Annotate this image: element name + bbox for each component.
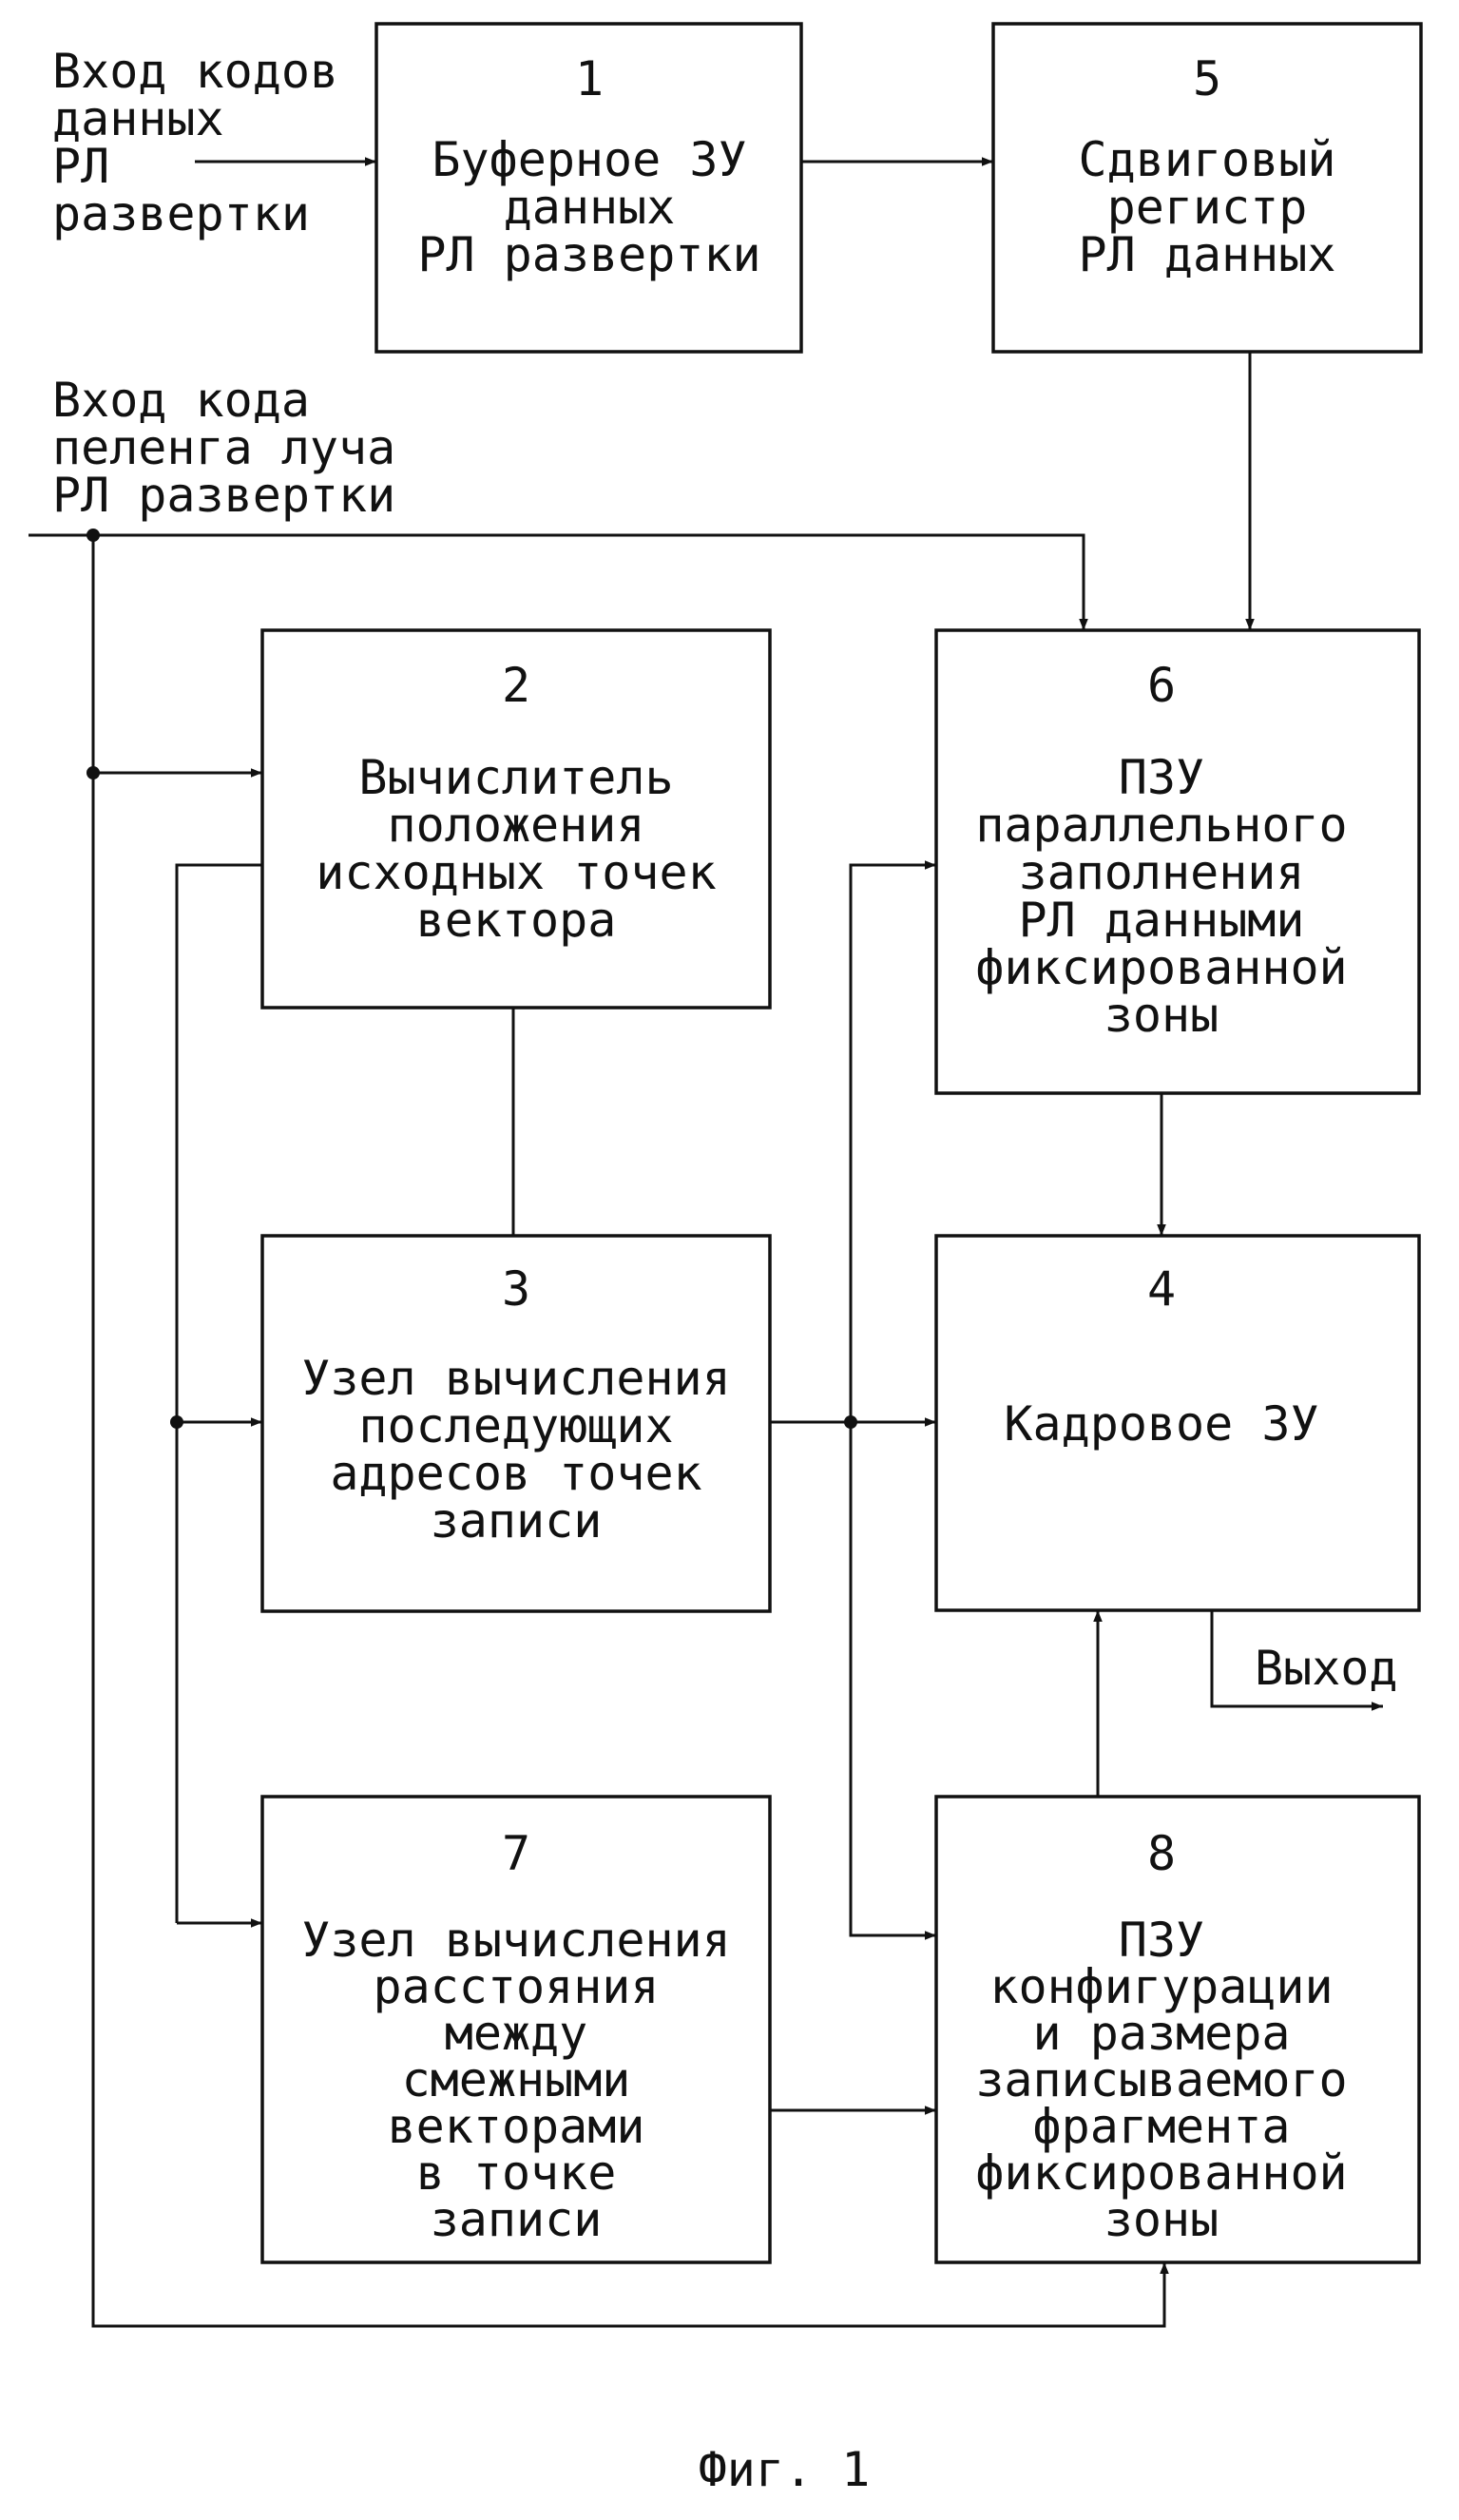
block-3: 3 Узел вычисления последующих адресов то… bbox=[262, 1236, 770, 1611]
figure-caption: Фиг. 1 bbox=[699, 2442, 871, 2497]
block-5: 5 Сдвиговый регистр РЛ данных bbox=[993, 24, 1421, 352]
block-1-line: РЛ развертки bbox=[417, 227, 760, 282]
block-6-line: зоны bbox=[1104, 988, 1219, 1043]
block-7: 7 Узел вычисления расстояния между смежн… bbox=[262, 1797, 770, 2262]
block-3-number: 3 bbox=[502, 1261, 530, 1317]
wire-right-bus-to-block-8 bbox=[851, 1422, 936, 1935]
wire-bearing-bus-to-block-6 bbox=[29, 535, 1084, 630]
data-codes-input-label: Вход кодов данных РЛ развертки bbox=[52, 44, 338, 241]
block-1-number: 1 bbox=[575, 51, 604, 106]
block-8: 8 ПЗУ конфигурации и размера записываемо… bbox=[936, 1797, 1419, 2262]
wire-block-2-to-left-bus bbox=[177, 865, 262, 1923]
junction-dot bbox=[86, 766, 100, 779]
output-label: Выход bbox=[1255, 1641, 1398, 1696]
bearing-code-input-line: РЛ развертки bbox=[52, 468, 395, 523]
block-4-line: Кадровое ЗУ bbox=[1004, 1396, 1318, 1452]
block-8-number: 8 bbox=[1147, 1826, 1176, 1881]
block-3-line: записи bbox=[431, 1493, 603, 1549]
block-4: 4 Кадровое ЗУ bbox=[936, 1236, 1419, 1610]
block-5-line: РЛ данных bbox=[1079, 227, 1336, 282]
block-2-number: 2 bbox=[502, 658, 530, 713]
data-codes-input-line: развертки bbox=[52, 186, 310, 241]
block-7-line: записи bbox=[431, 2192, 603, 2247]
block-6: 6 ПЗУ параллельного заполнения РЛ данным… bbox=[936, 630, 1419, 1093]
block-2-line: вектора bbox=[416, 893, 617, 948]
block-7-number: 7 bbox=[502, 1826, 530, 1881]
junction-dot bbox=[86, 529, 100, 542]
junction-dot bbox=[844, 1415, 857, 1429]
block-2: 2 Вычислитель положения исходных точек в… bbox=[262, 630, 770, 1008]
block-8-line: зоны bbox=[1104, 2192, 1219, 2247]
block-1: 1 Буферное ЗУ данных РЛ развертки bbox=[376, 24, 801, 352]
bearing-code-input-label: Вход кода пеленга луча РЛ развертки bbox=[52, 373, 395, 523]
block-4-number: 4 bbox=[1147, 1261, 1176, 1317]
block-6-number: 6 bbox=[1147, 658, 1176, 713]
wire-right-bus-to-block-6 bbox=[851, 865, 936, 1422]
junction-dot bbox=[170, 1415, 183, 1429]
block-5-number: 5 bbox=[1193, 51, 1221, 106]
